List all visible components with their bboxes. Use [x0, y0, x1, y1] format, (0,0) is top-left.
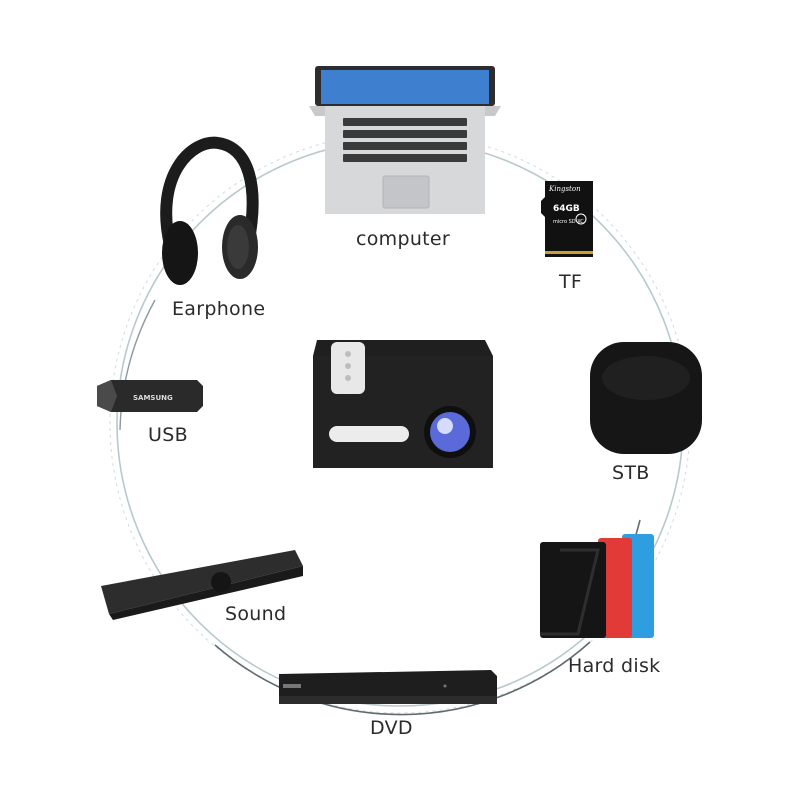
- sd-brand: Kingston: [548, 185, 581, 193]
- label-sound: Sound: [225, 603, 287, 625]
- usb-drive-icon: SAMSUNG: [97, 380, 203, 412]
- set-top-box-icon: [590, 342, 702, 454]
- usb-brand: SAMSUNG: [133, 394, 173, 402]
- label-hard-disk: Hard disk: [568, 655, 661, 677]
- label-dvd: DVD: [370, 717, 413, 739]
- soundbar-icon: [101, 550, 303, 620]
- sd-capacity: 64GB: [553, 204, 580, 214]
- laptop-icon: [309, 66, 501, 214]
- label-earphone: Earphone: [172, 298, 266, 320]
- sd-type: micro SD XC: [553, 219, 584, 225]
- sd-card-icon: Kingston 64GB micro SD XC: [541, 181, 593, 257]
- label-stb: STB: [612, 462, 650, 484]
- dvd-player-icon: [279, 670, 497, 704]
- label-usb: USB: [148, 424, 188, 446]
- label-tf: TF: [559, 271, 583, 293]
- projector-icon: [313, 340, 493, 468]
- label-computer: computer: [356, 228, 451, 250]
- hard-disk-icon: [540, 534, 654, 638]
- headphones-icon: [160, 136, 259, 285]
